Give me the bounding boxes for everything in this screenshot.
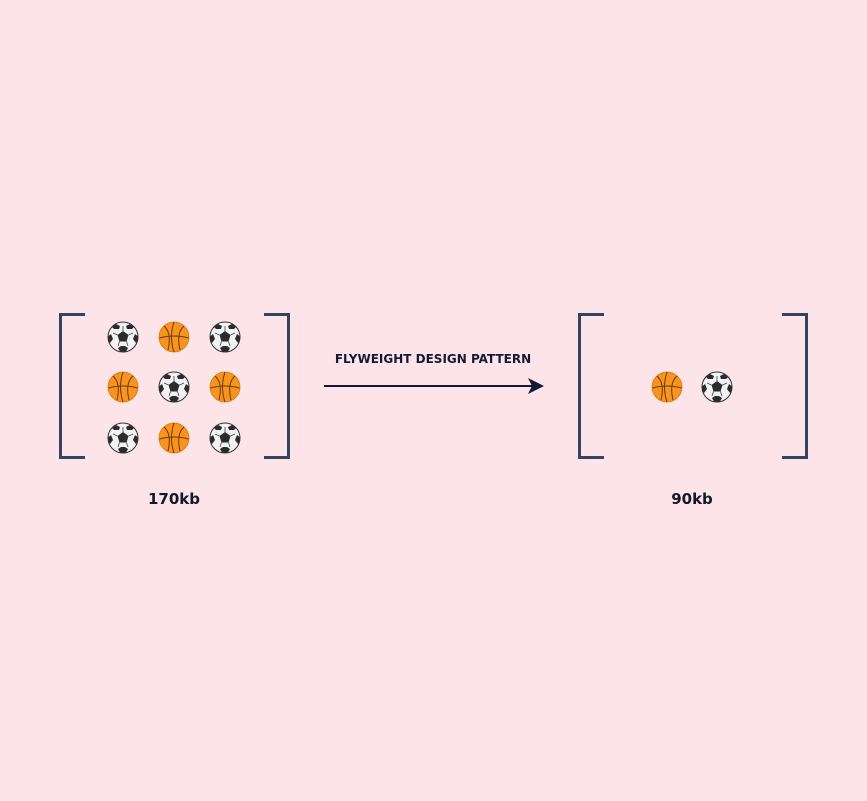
after-size-label: 90kb xyxy=(671,490,713,508)
right-bracket-close xyxy=(782,313,808,459)
basketball-icon xyxy=(651,371,683,403)
left-bracket-open xyxy=(59,313,85,459)
soccer-ball-icon xyxy=(107,422,139,454)
soccer-ball-icon xyxy=(158,371,190,403)
arrow-icon xyxy=(324,378,544,394)
basketball-icon xyxy=(209,371,241,403)
left-bracket-close xyxy=(264,313,290,459)
basketball-icon xyxy=(107,371,139,403)
soccer-ball-icon xyxy=(701,371,733,403)
before-size-label: 170kb xyxy=(147,490,201,508)
soccer-ball-icon xyxy=(209,422,241,454)
basketball-icon xyxy=(158,422,190,454)
soccer-ball-icon xyxy=(107,321,139,353)
right-bracket-open xyxy=(578,313,604,459)
basketball-icon xyxy=(158,321,190,353)
soccer-ball-icon xyxy=(209,321,241,353)
diagram-title: FLYWEIGHT DESIGN PATTERN xyxy=(334,352,532,366)
